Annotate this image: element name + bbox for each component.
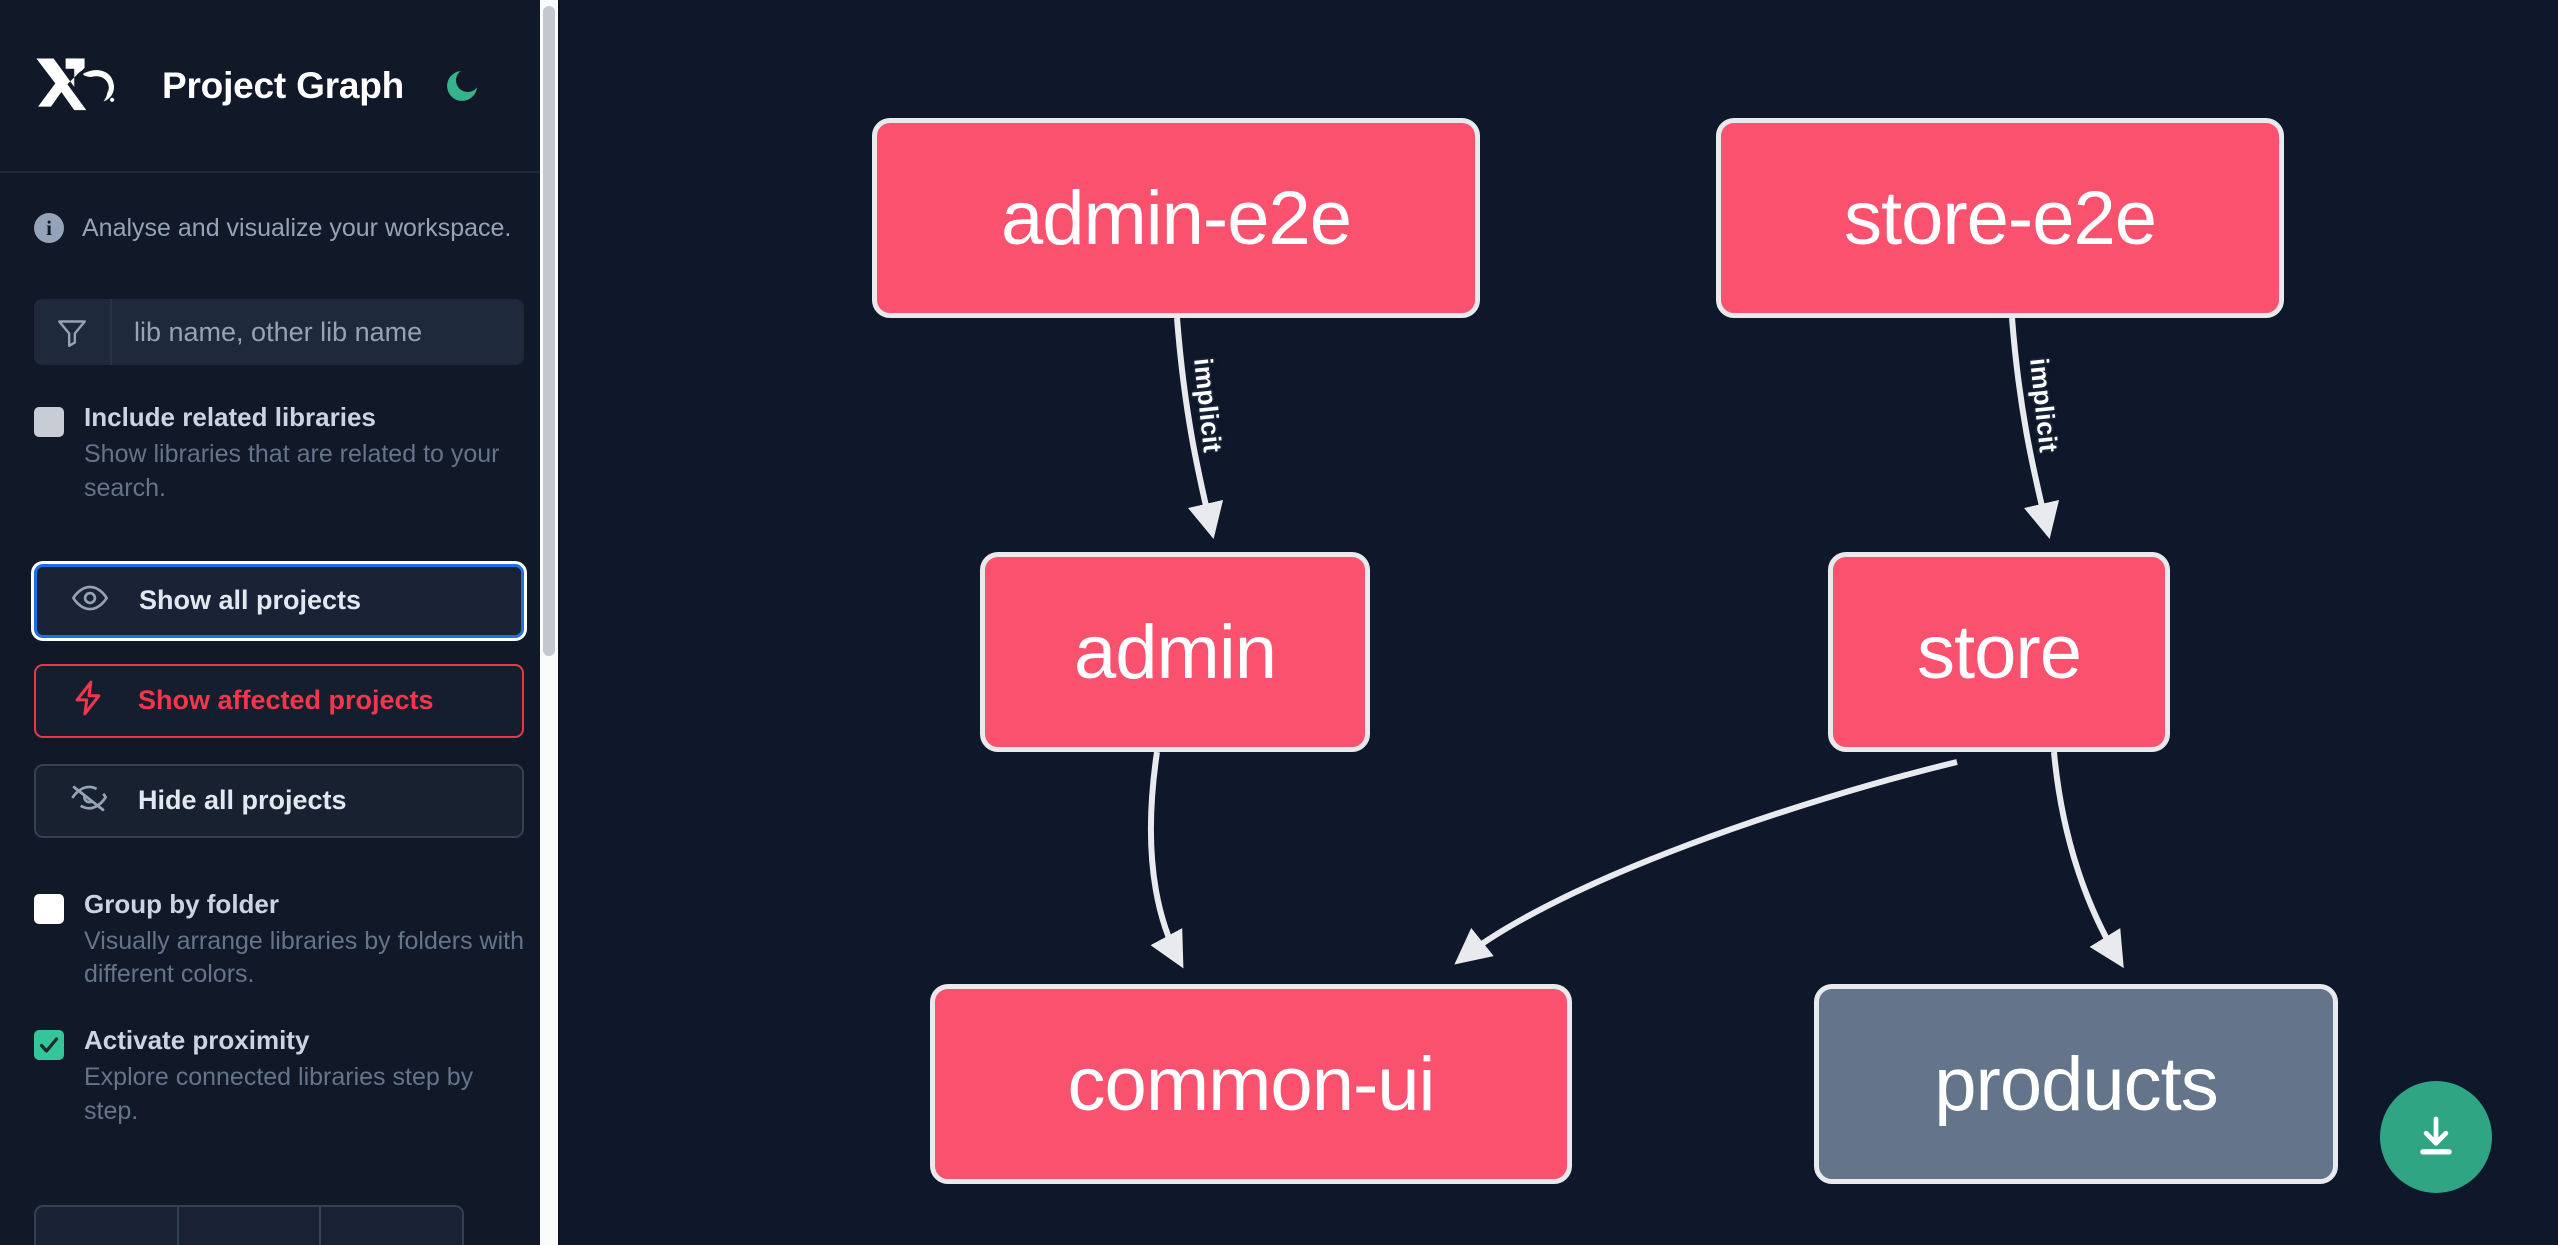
sidebar-header: Project Graph	[0, 0, 558, 173]
hide-all-projects-button[interactable]: Hide all projects	[34, 763, 524, 838]
graph-edges	[1147, 317, 2124, 969]
edge-admin-to-common-ui	[1147, 751, 1184, 969]
checkbox-activate-proximity[interactable]: Activate proximity Explore connected lib…	[34, 1026, 524, 1129]
checkbox-group-by-folder[interactable]: Group by folder Visually arrange librari…	[34, 888, 525, 993]
checkbox-label: Activate proximity	[84, 1025, 310, 1056]
sidebar-body: i Analyse and visualize your workspace. …	[0, 173, 558, 1245]
lightning-bolt-icon	[70, 679, 108, 722]
checkbox-include-related-libraries[interactable]: Include related libraries Show libraries…	[34, 402, 524, 506]
project-graph-canvas[interactable]: implicit implicit admin-e2e store-e2e ad…	[560, 0, 2558, 1245]
graph-node-common-ui[interactable]: common-ui	[930, 984, 1572, 1184]
eye-off-icon	[70, 779, 108, 822]
button-label: Show all projects	[139, 585, 362, 616]
eye-icon	[71, 579, 109, 622]
filter-funnel-icon	[34, 299, 112, 365]
tagline: i Analyse and visualize your workspace.	[34, 213, 524, 243]
sidebar-scrollbar[interactable]	[540, 0, 558, 1245]
graph-node-admin[interactable]: admin	[980, 552, 1370, 752]
search-input[interactable]	[112, 299, 524, 365]
checkbox-description: Visually arrange libraries by folders wi…	[84, 926, 525, 989]
node-label: store	[1917, 609, 2082, 695]
checkbox-label: Include related libraries	[84, 402, 376, 432]
checkbox-box-unchecked[interactable]	[34, 407, 64, 437]
download-icon	[2420, 1116, 2452, 1155]
checkbox-description: Explore connected libraries step by step…	[84, 1063, 474, 1126]
checkbox-description: Show libraries that are related to your …	[84, 440, 500, 502]
tagline-text: Analyse and visualize your workspace.	[82, 213, 512, 242]
proximity-step-segmented-control[interactable]	[34, 1205, 464, 1245]
button-label: Show affected projects	[138, 685, 434, 716]
node-label: store-e2e	[1843, 175, 2157, 261]
moon-icon[interactable]	[440, 64, 484, 108]
edge-store-to-common-ui	[1454, 759, 1958, 965]
node-label: admin-e2e	[1000, 175, 1352, 261]
edge-store-e2e-to-store	[2009, 317, 2060, 540]
graph-node-products[interactable]: products	[1814, 984, 2338, 1184]
graph-node-store-e2e[interactable]: store-e2e	[1716, 118, 2284, 318]
filter-container	[34, 299, 524, 365]
checkbox-box-unchecked[interactable]	[34, 893, 64, 924]
button-label: Hide all projects	[138, 785, 347, 816]
show-all-projects-button[interactable]: Show all projects	[34, 563, 524, 638]
segment-1[interactable]	[36, 1207, 179, 1245]
edge-store-to-products	[2051, 751, 2124, 969]
graph-node-store[interactable]: store	[1828, 552, 2170, 752]
node-label: admin	[1074, 609, 1277, 695]
sidebar: Project Graph i Analyse and visualize yo…	[0, 0, 560, 1245]
sidebar-scrollbar-thumb[interactable]	[543, 6, 555, 656]
checkbox-label: Group by folder	[84, 888, 279, 919]
checkbox-box-checked[interactable]	[34, 1030, 64, 1061]
show-affected-projects-button[interactable]: Show affected projects	[34, 663, 524, 738]
edge-admin-e2e-to-admin	[1174, 317, 1224, 540]
info-icon: i	[34, 213, 64, 243]
node-label: common-ui	[1067, 1041, 1436, 1127]
graph-node-admin-e2e[interactable]: admin-e2e	[872, 118, 1480, 318]
nx-logo-icon	[34, 55, 130, 117]
segment-3[interactable]	[321, 1207, 462, 1245]
node-label: products	[1934, 1041, 2218, 1127]
segment-2[interactable]	[179, 1207, 322, 1245]
page-title: Project Graph	[162, 64, 405, 106]
download-image-button[interactable]	[2380, 1081, 2492, 1193]
